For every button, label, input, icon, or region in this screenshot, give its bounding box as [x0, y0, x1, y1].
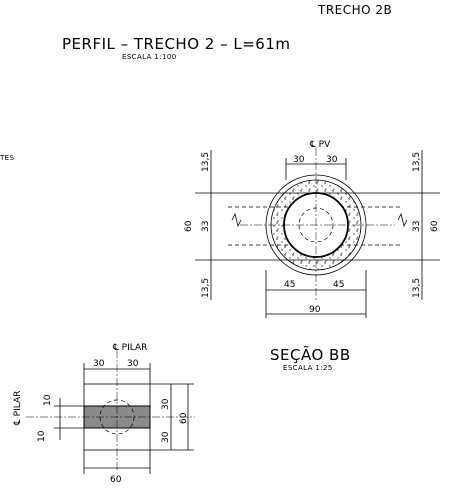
- dim-left-upper: 13,5: [201, 152, 211, 172]
- dim-left-total: 60: [184, 220, 194, 232]
- pilar-dim-right-upper: 30: [161, 398, 171, 410]
- break-mark-left: [231, 212, 242, 228]
- dim-right-total: 60: [430, 220, 440, 232]
- pilar-detail-drawing: ℄ PILAR ℄ PILAR 30 30 10 10 30 30 60 60: [13, 343, 195, 485]
- dim-left-lower: 13,5: [201, 278, 211, 298]
- perfil-scale: ESCALA 1:100: [122, 53, 177, 61]
- dim-bottom-right: 45: [333, 280, 344, 290]
- pilar-dim-right-total: 60: [179, 412, 189, 424]
- cropped-label: TES: [0, 154, 14, 162]
- dim-top-right: 30: [326, 155, 338, 165]
- dim-left-mid: 33: [201, 221, 211, 232]
- dim-bottom-total: 90: [309, 305, 321, 315]
- pilar-dim-right-lower: 30: [161, 431, 171, 443]
- dim-top-left: 30: [293, 155, 305, 165]
- dim-right-upper: 13,5: [412, 152, 422, 172]
- dim-right-mid: 33: [412, 221, 422, 232]
- pilar-dim-left-lower: 10: [37, 430, 47, 442]
- pilar-dim-bottom-total: 60: [110, 475, 122, 485]
- pilar-label-side: ℄ PILAR: [13, 391, 23, 426]
- section-bb-drawing: ℄ PV 30 30 13,5 60 33 13,5 13,5 33 60 13…: [184, 140, 440, 372]
- pilar-dim-left-upper: 10: [43, 394, 53, 406]
- trecho-title: TRECHO 2B: [317, 3, 392, 17]
- pilar-label-top: ℄ PILAR: [112, 343, 147, 353]
- pilar-dim-top-left: 30: [93, 359, 105, 369]
- break-mark-right: [397, 212, 408, 228]
- pilar-dim-top-right: 30: [127, 359, 139, 369]
- dim-bottom-left: 45: [284, 280, 295, 290]
- section-bb-scale: ESCALA 1:25: [283, 364, 333, 372]
- perfil-title: PERFIL – TRECHO 2 – L=61m: [62, 35, 290, 53]
- dim-right-lower: 13,5: [412, 278, 422, 298]
- pv-center-label: ℄ PV: [309, 140, 331, 150]
- section-bb-title: SEÇÃO BB: [270, 345, 351, 364]
